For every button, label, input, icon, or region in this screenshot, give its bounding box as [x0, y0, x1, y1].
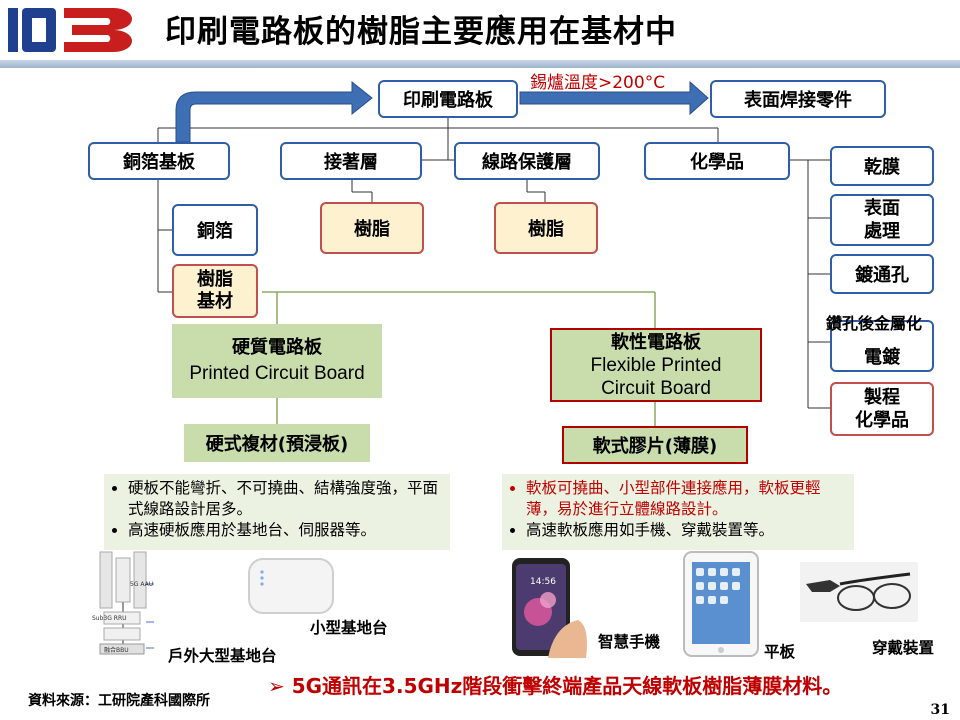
dry-film-box: 乾膜 [830, 146, 934, 186]
process-chemicals-line1: 製程 [864, 387, 900, 408]
conclusion-line: ➢ 5G通訊在3.5GHz階段衝擊終端產品天線軟板樹脂薄膜材料。 [268, 674, 843, 698]
id3-logo [6, 4, 146, 56]
header-divider [0, 60, 960, 68]
page-number: 31 [930, 702, 950, 718]
process-chemicals-box: 製程 化學品 [830, 382, 934, 436]
copper-foil-box: 銅箔 [172, 204, 258, 256]
outdoor-base-station-image: 5G AAU Sub3G RRU 融合BBU [90, 548, 162, 658]
process-chemicals-line2: 化學品 [855, 410, 909, 431]
circuit-protection-box: 線路保護層 [454, 142, 600, 180]
flexible-pcb-box: 軟性電路板 Flexible Printed Circuit Board [550, 328, 762, 402]
plated-through-hole-box: 鍍通孔 [830, 254, 934, 294]
resin-substrate-line2: 基材 [197, 291, 233, 312]
flexible-notes: 軟板可撓曲、小型部件連接應用，軟板更輕薄，易於進行立體線路設計。 高速軟板應用如… [502, 474, 854, 550]
solder-temperature-note: 錫爐溫度>200°C [530, 73, 666, 93]
drill-metallization-label: 鑽孔後金屬化 [826, 314, 923, 333]
flexible-pcb-subtitle1: Flexible Printed [590, 354, 722, 376]
bbu-label: 融合BBU [104, 646, 129, 654]
adhesive-layer-box: 接著層 [280, 142, 422, 180]
surface-treatment-line1: 表面 [864, 198, 900, 219]
smartphone-caption: 智慧手機 [598, 633, 661, 651]
rigid-pcb-box: 硬質電路板 Printed Circuit Board [172, 324, 382, 398]
rigid-notes: 硬板不能彎折、不可撓曲、結構強度強，平面式線路設計居多。 高速硬板應用於基地台、… [104, 474, 450, 550]
rigid-pcb-subtitle: Printed Circuit Board [189, 363, 365, 384]
smt-components-box: 表面焊接零件 [710, 80, 886, 118]
rigid-note-2: 高速硬板應用於基地台、伺服器等。 [128, 520, 442, 541]
outdoor-base-station-caption: 戶外大型基地台 [168, 647, 277, 665]
small-base-station-caption: 小型基地台 [310, 619, 388, 637]
phone-clock: 14:56 [530, 577, 556, 587]
page-title: 印刷電路板的樹脂主要應用在基材中 [165, 14, 677, 50]
smartphone-image: 14:56 [508, 556, 592, 658]
smart-glasses-image [800, 562, 918, 622]
surface-treatment-line2: 處理 [864, 221, 900, 242]
source-note: 資料來源：工研院產科國際所 [28, 693, 210, 709]
flexible-note-1: 軟板可撓曲、小型部件連接應用，軟板更輕薄，易於進行立體線路設計。 [526, 478, 846, 520]
flexible-pcb-subtitle2: Circuit Board [601, 377, 711, 399]
adhesive-resin-box: 樹脂 [320, 202, 424, 254]
tablet-caption: 平板 [764, 643, 796, 661]
chemicals-box: 化學品 [644, 142, 790, 180]
pcb-box: 印刷電路板 [378, 80, 518, 118]
wearable-caption: 穿戴裝置 [872, 639, 935, 657]
tablet-image [682, 550, 760, 658]
surface-treatment-box: 表面 處理 [830, 194, 934, 246]
rigid-material-box: 硬式複材(預浸板) [184, 424, 370, 462]
flexible-material-box: 軟式膠片(薄膜) [562, 426, 748, 464]
flexible-note-2: 高速軟板應用如手機、穿戴裝置等。 [526, 520, 846, 541]
resin-substrate-box: 樹脂 基材 [172, 264, 258, 318]
plating-box: 電鍍 [830, 320, 934, 372]
rigid-pcb-title: 硬質電路板 [232, 337, 322, 358]
resin-substrate-line1: 樹脂 [197, 269, 233, 290]
copper-clad-laminate-box: 銅箔基板 [88, 142, 230, 180]
aau-label: 5G AAU [130, 581, 153, 588]
flexible-pcb-title: 軟性電路板 [611, 331, 701, 353]
protection-resin-box: 樹脂 [494, 202, 598, 254]
small-base-station-image [246, 556, 336, 616]
rigid-note-1: 硬板不能彎折、不可撓曲、結構強度強，平面式線路設計居多。 [128, 478, 442, 520]
rru-label: Sub3G RRU [92, 615, 127, 622]
